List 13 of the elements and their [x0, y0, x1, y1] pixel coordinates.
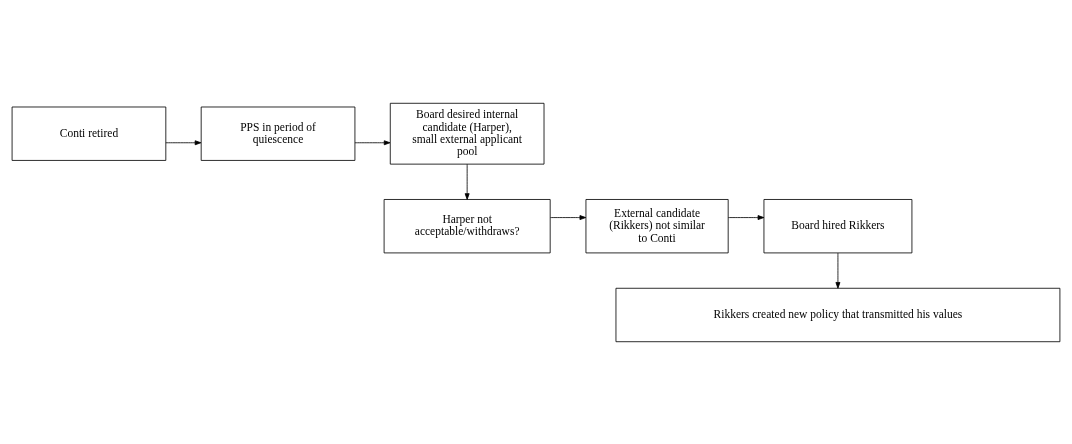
node-box: Board hired Rikkers: [763, 198, 913, 253]
arrow: [464, 163, 470, 200]
arrow: [165, 139, 202, 145]
arrow: [354, 139, 391, 145]
node-box: Conti retired: [11, 106, 167, 161]
node-box: Harper not acceptable/withdraws?: [383, 198, 551, 253]
arrow: [550, 214, 587, 220]
node-box: PPS in period of quiescence: [200, 106, 356, 161]
node-box: Board desired internal candidate (Harper), small external applicant pool: [389, 102, 545, 165]
arrow: [727, 214, 765, 220]
node-box: External candidate (Rikkers) not similar to Conti: [585, 198, 729, 253]
node-box: Rikkers created new policy that transmitted his values: [615, 287, 1061, 342]
arrow: [835, 252, 841, 289]
